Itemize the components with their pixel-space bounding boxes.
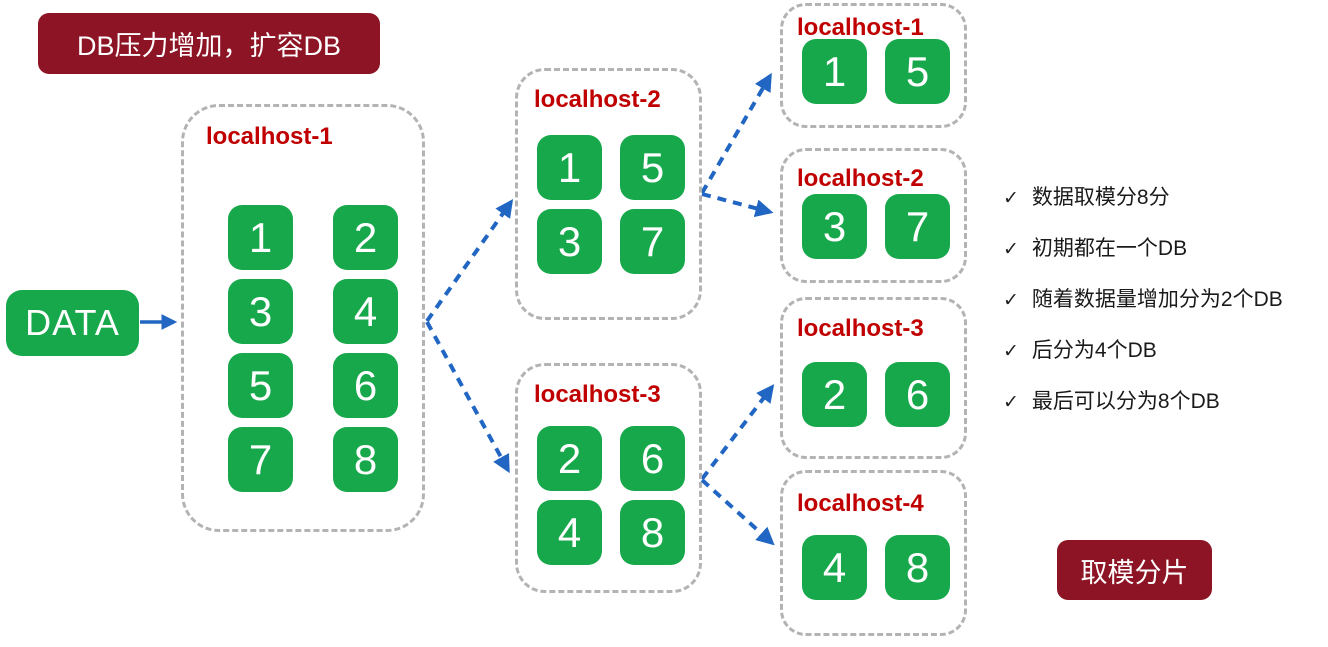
shard-square: 7 — [885, 194, 950, 259]
shard-row: 2 6 — [802, 362, 950, 427]
shard-square: 7 — [228, 427, 293, 492]
check-icon: ✓ — [1003, 188, 1019, 209]
arrow-stage1-to-localhost2 — [425, 199, 514, 323]
shard-square: 3 — [228, 279, 293, 344]
shard-row: 4 8 — [802, 535, 950, 600]
note-item: ✓ 后分为4个DB — [1003, 334, 1328, 364]
shard-square: 1 — [537, 135, 602, 200]
data-source-box: DATA — [6, 290, 139, 356]
host-label: localhost-4 — [797, 490, 924, 517]
check-icon: ✓ — [1003, 239, 1019, 260]
banner-modulo-sharding: 取模分片 — [1057, 540, 1212, 600]
note-text: 后分为4个DB — [1031, 339, 1157, 362]
banner-db-expand: DB压力增加，扩容DB — [38, 13, 380, 74]
shard-grid: 1 2 3 4 5 6 7 8 — [228, 205, 398, 492]
shard-square: 8 — [885, 535, 950, 600]
shard-square: 6 — [885, 362, 950, 427]
host-label: localhost-3 — [797, 315, 924, 342]
note-item: ✓ 最后可以分为8个DB — [1003, 385, 1328, 415]
shard-square: 5 — [885, 39, 950, 104]
check-icon: ✓ — [1003, 341, 1019, 362]
shard-square: 2 — [802, 362, 867, 427]
note-text: 随着数据量增加分为2个DB — [1031, 288, 1283, 311]
shard-square: 4 — [802, 535, 867, 600]
shard-square: 2 — [333, 205, 398, 270]
host-box-stage3-localhost-1: localhost-1 1 5 — [780, 3, 967, 128]
shard-grid: 1 5 3 7 — [537, 135, 686, 274]
note-text: 最后可以分为8个DB — [1031, 390, 1220, 413]
check-icon: ✓ — [1003, 290, 1019, 311]
arrow-localhost3-to-r4 — [700, 478, 775, 546]
note-text: 初期都在一个DB — [1031, 237, 1188, 260]
shard-square: 6 — [333, 353, 398, 418]
host-box-stage3-localhost-3: localhost-3 2 6 — [780, 297, 967, 459]
shard-square: 3 — [537, 209, 602, 274]
arrow-stage1-to-localhost3 — [425, 321, 510, 474]
host-label: localhost-2 — [797, 165, 924, 192]
host-label: localhost-2 — [534, 86, 661, 113]
host-box-stage2-localhost-2: localhost-2 1 5 3 7 — [515, 68, 702, 320]
shard-square: 4 — [537, 500, 602, 565]
check-icon: ✓ — [1003, 392, 1019, 413]
host-box-stage3-localhost-4: localhost-4 4 8 — [780, 470, 967, 636]
shard-square: 7 — [620, 209, 685, 274]
host-box-stage1-localhost-1: localhost-1 1 2 3 4 5 6 7 8 — [181, 104, 425, 532]
host-box-stage3-localhost-2: localhost-2 3 7 — [780, 148, 967, 283]
shard-square: 5 — [228, 353, 293, 418]
shard-square: 4 — [333, 279, 398, 344]
note-text: 数据取模分8分 — [1031, 186, 1170, 209]
shard-square: 3 — [802, 194, 867, 259]
arrow-localhost2-to-r1 — [700, 72, 772, 195]
shard-square: 6 — [620, 426, 685, 491]
shard-square: 8 — [620, 500, 685, 565]
shard-square: 1 — [228, 205, 293, 270]
host-label: localhost-1 — [206, 123, 333, 150]
host-label: localhost-3 — [534, 381, 661, 408]
shard-row: 1 5 — [802, 39, 950, 104]
shard-row: 3 7 — [802, 194, 950, 259]
host-label: localhost-1 — [797, 14, 924, 41]
note-item: ✓ 随着数据量增加分为2个DB — [1003, 283, 1328, 313]
arrow-localhost3-to-r3 — [700, 384, 775, 481]
host-box-stage2-localhost-3: localhost-3 2 6 4 8 — [515, 363, 702, 593]
arrow-localhost2-to-r2 — [701, 192, 774, 218]
shard-square: 2 — [537, 426, 602, 491]
shard-square: 8 — [333, 427, 398, 492]
shard-square: 1 — [802, 39, 867, 104]
note-item: ✓ 初期都在一个DB — [1003, 232, 1328, 262]
notes-list: ✓ 数据取模分8分 ✓ 初期都在一个DB ✓ 随着数据量增加分为2个DB ✓ 后… — [1003, 181, 1328, 436]
shard-square: 5 — [620, 135, 685, 200]
shard-grid: 2 6 4 8 — [537, 426, 686, 565]
note-item: ✓ 数据取模分8分 — [1003, 181, 1328, 211]
